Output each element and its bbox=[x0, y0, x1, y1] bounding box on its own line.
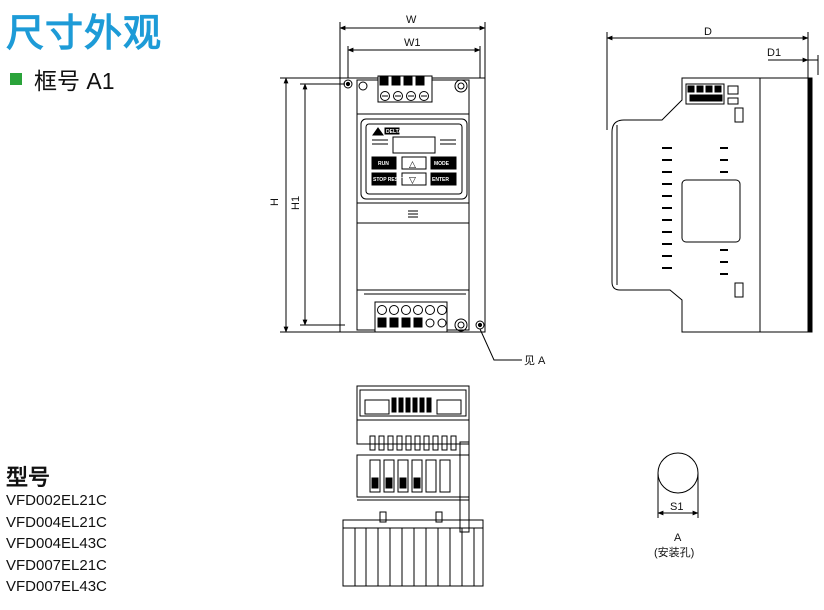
frame-label-text: 框号 A1 bbox=[34, 68, 115, 94]
model-item: VFD007EL43C bbox=[6, 578, 107, 595]
model-item: VFD004EL21C bbox=[6, 513, 107, 531]
side-view bbox=[606, 32, 819, 333]
stop-key bbox=[371, 172, 397, 186]
hole-detail-a bbox=[657, 452, 699, 518]
brand-label: DELTA bbox=[386, 129, 402, 135]
model-item: VFD004EL43C bbox=[6, 535, 107, 552]
run-key bbox=[371, 156, 397, 170]
label-a: A bbox=[674, 532, 682, 544]
enter-key bbox=[430, 172, 457, 186]
pin-row bbox=[369, 435, 457, 451]
label-s1: S1 bbox=[670, 501, 683, 513]
mode-key bbox=[430, 156, 457, 170]
model-list: VFD002EL21C VFD004EL21C VFD004EL43C VFD0… bbox=[6, 490, 107, 598]
bottom-top-panel bbox=[356, 385, 470, 445]
model-item: VFD007EL21C bbox=[6, 556, 107, 574]
up-key-label: △ bbox=[409, 160, 416, 170]
side-body bbox=[611, 77, 761, 333]
label-h: H bbox=[269, 198, 281, 206]
power-terminals bbox=[369, 459, 451, 493]
frame-label: 框号 A1 bbox=[10, 62, 115, 96]
label-mount-hole: (安装孔) bbox=[654, 545, 694, 559]
bullet-square-icon bbox=[10, 73, 22, 85]
run-key-label: RUN bbox=[378, 161, 389, 167]
keypad-panel bbox=[360, 118, 468, 200]
heatsink bbox=[759, 77, 809, 333]
label-w: W bbox=[406, 14, 417, 26]
leader-see-a bbox=[479, 328, 522, 361]
mount-hole-top bbox=[343, 79, 353, 89]
model-heading: 型号 bbox=[6, 465, 51, 490]
down-key-label: ▽ bbox=[409, 176, 416, 186]
front-view bbox=[280, 22, 522, 361]
stop-key-label: STOP RESET bbox=[373, 177, 405, 183]
bottom-view bbox=[342, 385, 484, 587]
page-title: 尺寸外观 bbox=[6, 13, 163, 55]
enter-key-label: ENTER bbox=[432, 177, 449, 183]
bottom-heatsink bbox=[342, 519, 484, 587]
keypad-display bbox=[392, 136, 436, 154]
label-d: D bbox=[704, 26, 712, 38]
model-item: VFD002EL21C bbox=[6, 492, 107, 509]
down-key bbox=[401, 172, 427, 186]
label-w1: W1 bbox=[404, 37, 421, 49]
label-h1: H1 bbox=[290, 196, 302, 210]
delta-logo-icon bbox=[372, 127, 384, 136]
side-vents bbox=[662, 147, 728, 275]
up-key bbox=[401, 156, 427, 170]
mount-hole-detail bbox=[657, 452, 699, 494]
label-d1: D1 bbox=[767, 47, 781, 59]
mode-key-label: MODE bbox=[434, 161, 450, 167]
label-see-a: 见 A bbox=[524, 355, 546, 367]
heatsink-fins bbox=[354, 528, 475, 586]
